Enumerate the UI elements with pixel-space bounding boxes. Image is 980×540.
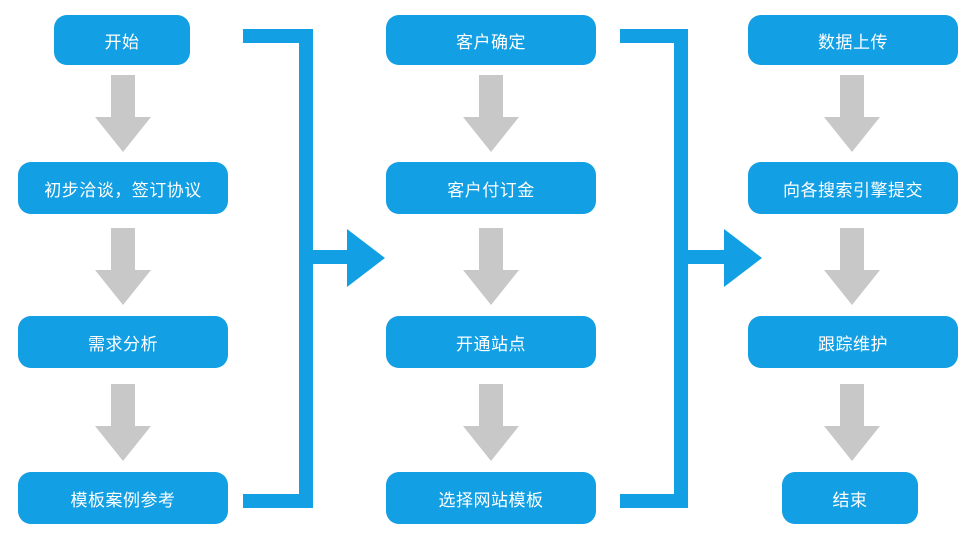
step-label: 模板案例参考 bbox=[70, 490, 176, 511]
down-arrow-icon bbox=[463, 228, 519, 305]
down-arrow-icon bbox=[95, 384, 151, 461]
down-arrow-icon bbox=[824, 75, 880, 152]
step-label: 开始 bbox=[104, 32, 140, 53]
flow-step-search-submit: 向各搜索引擎提交 bbox=[748, 162, 958, 214]
step-label: 选择网站模板 bbox=[438, 490, 544, 511]
step-label: 初步洽谈，签订协议 bbox=[44, 180, 202, 201]
bracket-arrow-icon bbox=[243, 29, 385, 508]
flow-step-end: 结束 bbox=[782, 472, 918, 524]
bracket-arrow-icon bbox=[620, 29, 762, 508]
down-arrow-icon bbox=[824, 384, 880, 461]
flow-step-negotiation: 初步洽谈，签订协议 bbox=[18, 162, 228, 214]
flow-step-client-confirm: 客户确定 bbox=[386, 15, 596, 65]
flow-step-choose-template: 选择网站模板 bbox=[386, 472, 596, 524]
flow-step-start: 开始 bbox=[54, 15, 190, 65]
step-label: 开通站点 bbox=[456, 334, 526, 355]
step-label: 客户确定 bbox=[456, 32, 526, 53]
down-arrow-icon bbox=[463, 384, 519, 461]
down-arrow-icon bbox=[463, 75, 519, 152]
flow-step-open-site: 开通站点 bbox=[386, 316, 596, 368]
step-label: 结束 bbox=[832, 490, 868, 511]
flow-step-deposit: 客户付订金 bbox=[386, 162, 596, 214]
step-label: 数据上传 bbox=[818, 32, 888, 53]
flow-step-data-upload: 数据上传 bbox=[748, 15, 958, 65]
down-arrow-icon bbox=[95, 228, 151, 305]
down-arrow-icon bbox=[95, 75, 151, 152]
flow-step-maintenance: 跟踪维护 bbox=[748, 316, 958, 368]
step-label: 需求分析 bbox=[88, 334, 158, 355]
step-label: 向各搜索引擎提交 bbox=[783, 180, 923, 201]
step-label: 客户付订金 bbox=[447, 180, 535, 201]
down-arrow-icon bbox=[824, 228, 880, 305]
step-label: 跟踪维护 bbox=[818, 334, 888, 355]
flow-step-requirements: 需求分析 bbox=[18, 316, 228, 368]
flow-step-template-reference: 模板案例参考 bbox=[18, 472, 228, 524]
